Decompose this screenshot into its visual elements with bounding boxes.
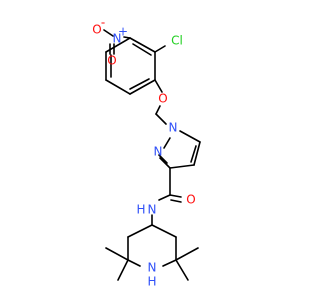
bond-pz-c5-c4 [193,141,201,166]
bond-pip-c5-c4 [151,224,177,238]
atom-nitro-o-minus: O - [92,16,105,37]
bond-pz-c3-n2 [159,157,171,169]
bond-ring-c1-c2 [129,37,156,53]
bond-o-n-nitro [103,29,114,37]
bond-pz-inner-1 [190,145,197,163]
atom-label: N [113,32,122,46]
atom-label: N [148,203,157,217]
bond-o-ch2 [155,105,161,115]
bond-pz-n1-c5 [179,130,201,143]
bond-ring-inner-1 [132,43,152,56]
atom-hydrogen: H [136,203,145,217]
bond-ring-c3-c4 [129,79,156,95]
structure-diagram: O - N + O Cl O N N O N H N H [92,16,201,289]
bonds [103,29,201,281]
atom-nitro-n-plus: N + [113,25,129,46]
bond-methyl-1 [105,247,129,261]
atom-ether-o: O [158,92,167,106]
atom-amide-o: O [186,193,195,207]
charge-label: + [118,25,128,39]
bond-pip-c2-n [127,259,141,267]
bond-ring-c4-c5 [105,79,131,95]
atom-label: O [92,23,101,37]
bond-ring-inner-2 [129,78,150,90]
bond-methyl-3 [175,247,199,261]
atom-chlorine: Cl [171,34,183,48]
bond-pip-c4-c3 [127,224,153,238]
bond-c-cl [154,45,166,53]
bond-camide-o-double [170,199,182,203]
bond-pip-n-c6 [162,259,177,267]
charge-label: - [101,16,105,30]
atom-hydrogen: H [147,275,156,289]
atom-pyrazole-n2: N [154,145,163,159]
bond-c-o-ether [154,79,163,93]
atom-piperidine-nh: N H [147,261,156,289]
bond-ring-c6-c1 [105,37,131,53]
bond-ch2-n [155,113,167,125]
bond-camide-n [158,194,171,201]
bond-methyl-4 [175,259,189,281]
atom-amide-nh: N H [136,203,156,217]
bond-pz-c4-c3 [169,164,195,169]
atom-label: N [148,261,157,275]
atom-pyrazole-n1: N [169,121,178,135]
bond-pz-n2-n1 [163,137,171,149]
atom-nitro-o-double: O [107,54,116,68]
bond-pz-inner-2 [158,154,168,164]
bond-methyl-2 [117,259,129,281]
atom-labels: O - N + O Cl O N N O N H N H [92,16,195,289]
bond-camide-o [169,194,182,198]
